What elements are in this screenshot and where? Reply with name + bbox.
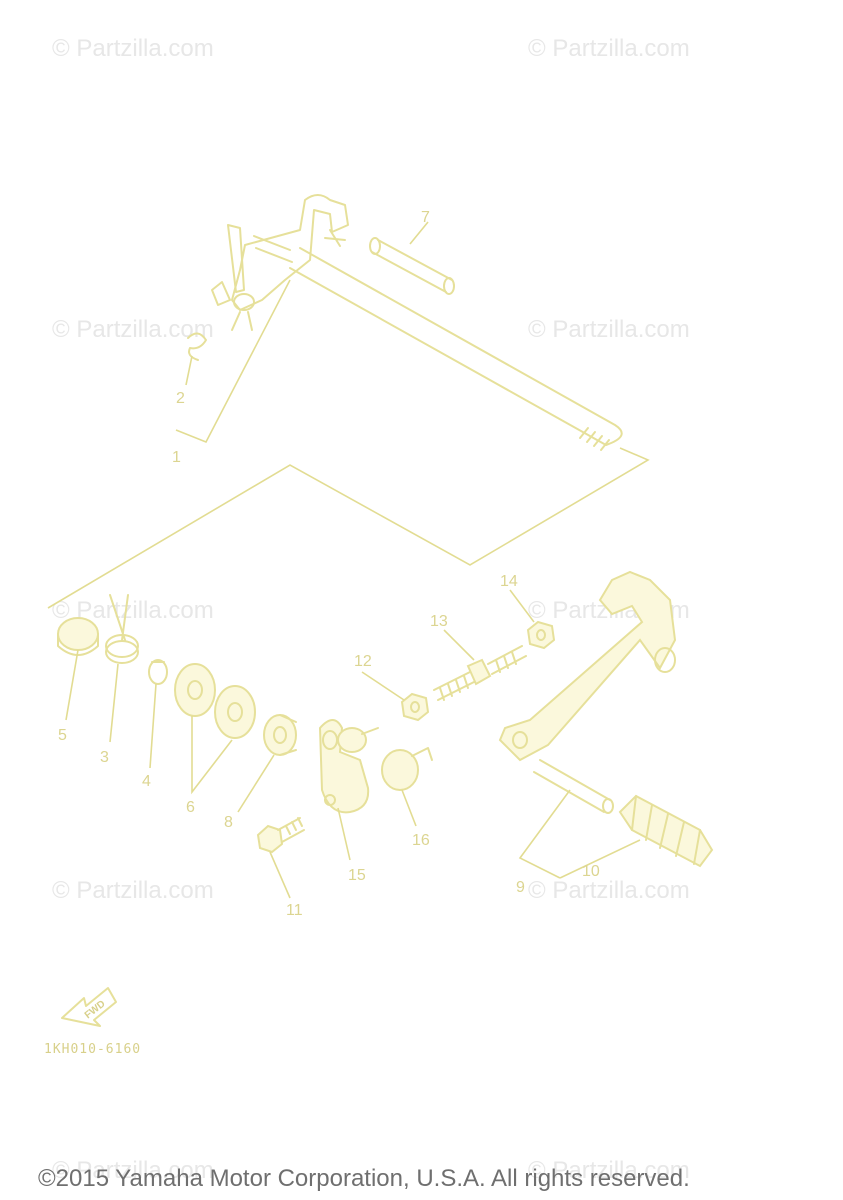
watermark-lower-left: © Partzilla.com: [52, 877, 214, 904]
part-shift-shaft: [211, 194, 623, 451]
part-circlip: [187, 332, 207, 361]
watermark-lower-right: © Partzilla.com: [528, 877, 690, 904]
detail-outline: [47, 447, 650, 609]
watermark-upper-right: © Partzilla.com: [528, 316, 690, 343]
watermark-upper-left: © Partzilla.com: [52, 316, 214, 343]
part-shift-arm: [318, 719, 370, 814]
part-dowel-pin: [369, 237, 455, 295]
part-torsion-spring: [105, 594, 139, 664]
diagram-code: 1KH010-6160: [44, 1042, 141, 1057]
callout-15: 15: [348, 867, 366, 884]
callout-14: 14: [500, 573, 518, 590]
part-pedal-rubber: [618, 794, 714, 868]
watermark-bottom-left: © Partzilla.com: [52, 1157, 214, 1184]
callout-12: 12: [354, 653, 372, 670]
watermark-layer: © Partzilla.com © Partzilla.com © Partzi…: [52, 35, 690, 1184]
callout-3: 3: [100, 749, 109, 766]
callout-1: 1: [172, 449, 181, 466]
callout-7: 7: [421, 209, 430, 226]
copyright-notice: ©2015 Yamaha Motor Corporation, U.S.A. A…: [38, 1165, 690, 1192]
part-bearing: [263, 714, 297, 756]
fwd-arrow-icon: FWD: [61, 987, 117, 1027]
part-collar: [57, 617, 99, 656]
part-shift-pedal: [498, 570, 677, 814]
part-washers: [174, 663, 256, 739]
part-retaining-clip: [148, 659, 168, 685]
part-nut-right: [526, 620, 556, 650]
callout-2: 2: [176, 390, 185, 407]
part-shift-rod: [433, 645, 527, 701]
watermark-top-left: © Partzilla.com: [52, 35, 214, 62]
part-dust-boot: [381, 747, 433, 791]
callout-11: 11: [286, 902, 303, 919]
part-bolt: [256, 817, 305, 854]
callout-9: 9: [516, 879, 525, 896]
callout-5: 5: [58, 727, 67, 744]
callout-labels: 1 2 3 4 5 6 7 8 9 10 11 12 13 14 15 16: [58, 209, 600, 919]
part-nut-left: [400, 692, 430, 722]
callout-13: 13: [430, 613, 448, 630]
part-ball-stud: [337, 727, 379, 753]
callout-4: 4: [142, 773, 151, 790]
leader-lines: [65, 221, 641, 899]
callout-16: 16: [412, 832, 430, 849]
watermark-bottom-right: © Partzilla.com: [528, 1157, 690, 1184]
callout-10: 10: [582, 863, 600, 880]
callout-8: 8: [224, 814, 233, 831]
callout-6: 6: [186, 799, 195, 816]
watermark-top-right: © Partzilla.com: [528, 35, 690, 62]
